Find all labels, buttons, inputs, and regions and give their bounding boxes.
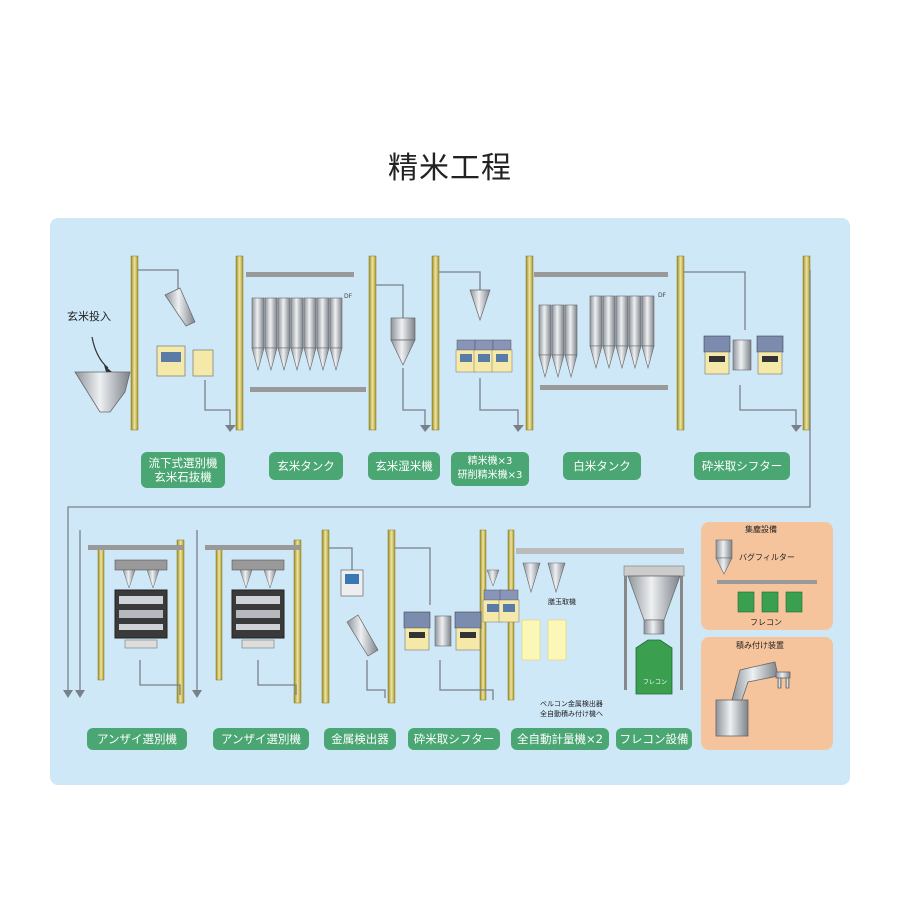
stage-label-bottom-3: 金属検出器 [324,728,396,750]
stage-label-top-2: 玄米タンク [269,452,343,480]
robot-arm [715,661,791,737]
stage-label-bottom-4: 砕米取シフター [408,728,500,750]
metal-note: ベルコン金属検出器 [540,699,603,708]
stage-label-bottom-2: アンザイ選別機 [213,728,309,750]
filter-label: バグフィルター [739,552,795,562]
stage-label-bottom-1: アンザイ選別機 [87,728,187,750]
white-rice-tank-rail [534,272,668,277]
flexible-container: フレコン [623,565,685,695]
stone-note: 膳玉取機 [548,597,576,606]
sifter-top [703,335,784,375]
svg-text:DF: DF [344,293,353,300]
sifter-bottom [403,611,482,651]
input-hopper [74,371,131,413]
milling-machines [455,339,513,373]
page-title: 精米工程 [388,151,512,186]
stone-removers-small [482,569,520,623]
dust-box [701,522,833,630]
stage-label-top-3: 玄米湿米機 [368,452,440,480]
stage-label-top-5: 白米タンク [563,452,641,480]
stage-label-top-1: 流下式選別機 玄米石抜機 [141,452,225,488]
loading-title: 積み付け装置 [736,640,784,650]
brown-rice-tank-rail [246,272,354,277]
input-label: 玄米投入 [67,309,111,323]
flow-sorter [164,287,196,327]
dust-bag-label: フレコン [750,618,782,627]
miller-hopper [469,289,491,322]
bottom-pipes [79,530,494,700]
stage-label-bottom-6: フレコン設備 [616,728,692,750]
dust-bags [737,591,803,613]
moisture-tank [390,317,416,341]
dust-title: 集塵設備 [745,524,777,534]
top-pillars [130,255,811,431]
stage-label-bottom-5: 全自動計量機×2 [511,728,609,750]
scale-rail [516,548,684,554]
top-arrows [63,425,802,698]
auto-note: 全自動積み付け機へ [540,709,603,718]
stage-label-top-6: 砕米取シフター [694,452,790,480]
svg-text:DF: DF [658,292,667,299]
top-pipes [67,269,811,690]
weighing-hoppers [521,562,567,661]
stage-label-top-4: 精米機×3 研削精米機×3 [451,452,529,486]
svg-text:フレコン: フレコン [643,679,667,686]
